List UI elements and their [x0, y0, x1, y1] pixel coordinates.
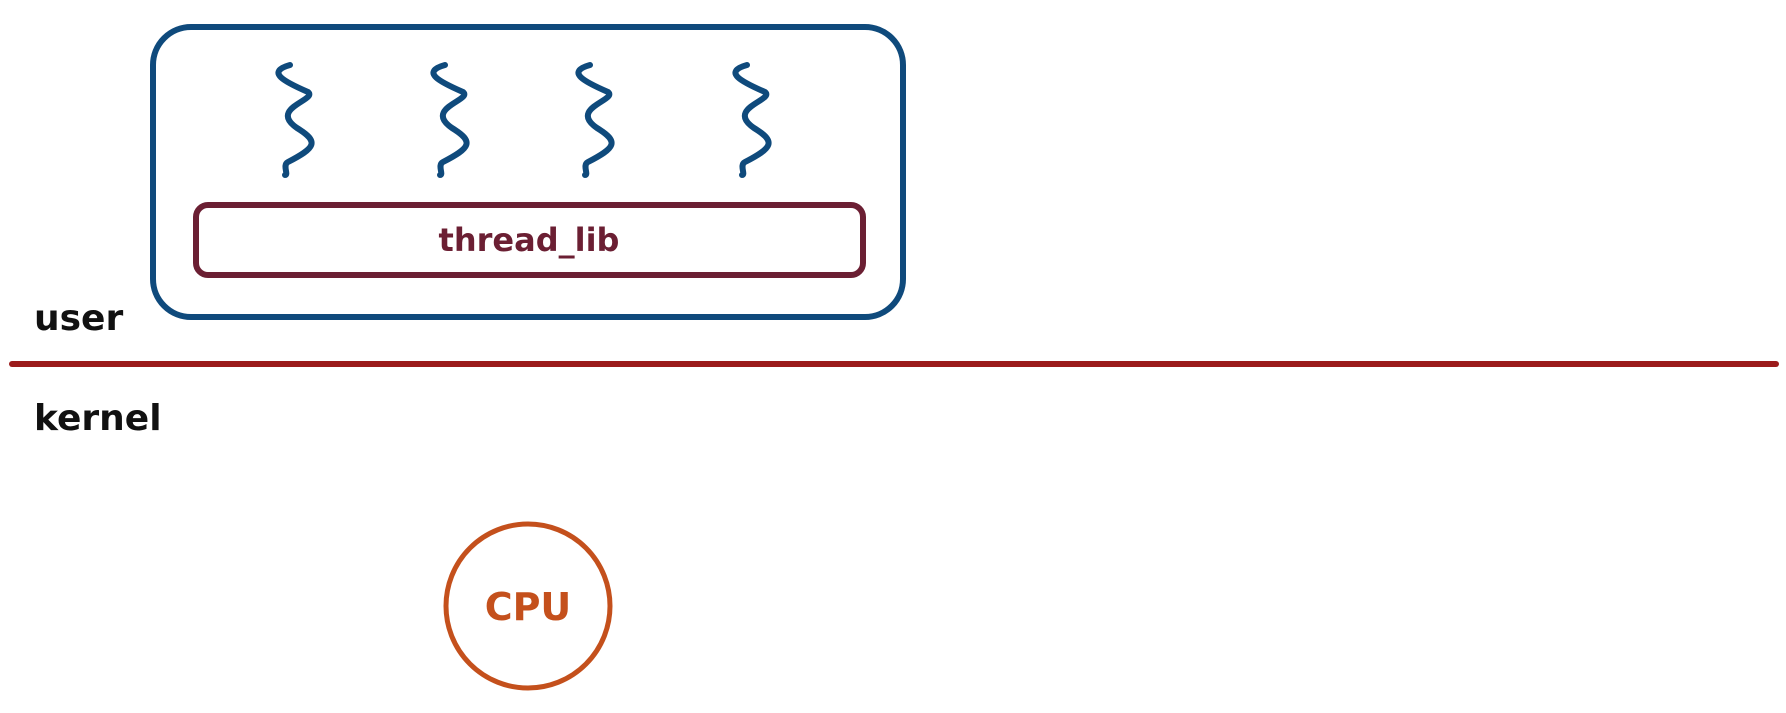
thread-icon: [275, 62, 315, 178]
thread-icon: [430, 62, 470, 178]
thread-icon: [575, 62, 615, 178]
thread-lib-label: thread_lib: [439, 221, 620, 259]
thread-icon: [732, 62, 772, 178]
threads: [275, 62, 772, 178]
kernel-label: kernel: [34, 398, 162, 439]
cpu-circle: [443, 521, 613, 691]
user-label: user: [34, 298, 123, 339]
process-box: [150, 24, 906, 320]
thread-lib-box: [193, 202, 866, 278]
cpu-label: CPU: [485, 585, 572, 629]
